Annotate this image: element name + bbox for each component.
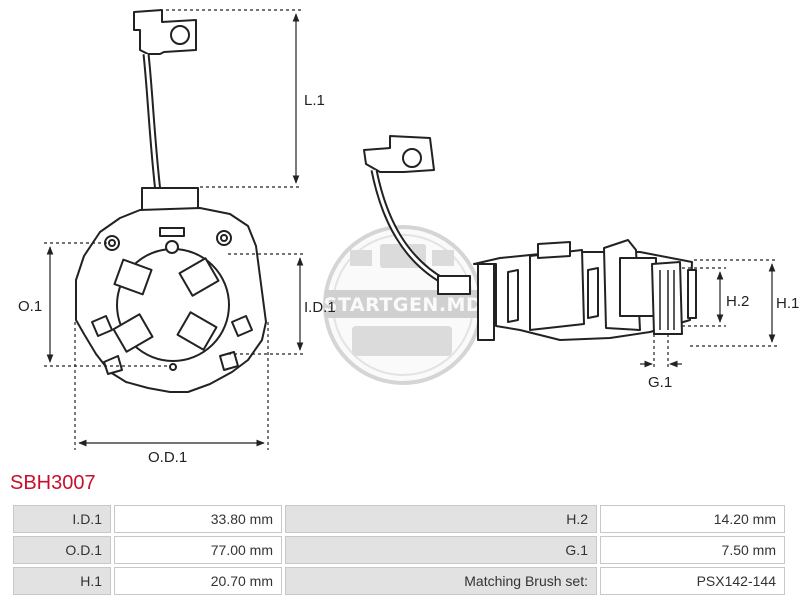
dim-label-id1: I.D.1 [304, 299, 336, 316]
technical-drawing: STARTGEN.MD [18, 9, 799, 466]
table-row: O.D.1 77.00 mm G.1 7.50 mm [13, 536, 785, 564]
spec-value: 77.00 mm [114, 536, 282, 564]
watermark-logo [323, 225, 483, 385]
dim-label-g1: G.1 [648, 374, 672, 391]
part-code: SBH3007 [10, 472, 96, 494]
brush-holder-front-view [75, 9, 267, 393]
table-row: I.D.1 33.80 mm H.2 14.20 mm [13, 505, 785, 533]
spec-label: H.2 [285, 505, 597, 533]
spec-table-body: I.D.1 33.80 mm H.2 14.20 mm O.D.1 77.00 … [13, 505, 785, 595]
watermark-text: STARTGEN.MD [324, 294, 482, 316]
dim-label-l1: L.1 [304, 92, 325, 109]
spec-value: 14.20 mm [600, 505, 785, 533]
spec-label: O.D.1 [13, 536, 111, 564]
dim-label-h1: H.1 [776, 295, 799, 312]
spec-label: G.1 [285, 536, 597, 564]
dim-label-o1: O.1 [18, 298, 42, 315]
spec-label: I.D.1 [13, 505, 111, 533]
dim-label-od1: O.D.1 [148, 449, 187, 466]
spec-table: I.D.1 33.80 mm H.2 14.20 mm O.D.1 77.00 … [10, 502, 788, 598]
spec-value: PSX142-144 [600, 567, 785, 595]
spec-label: Matching Brush set: [285, 567, 597, 595]
table-row: H.1 20.70 mm Matching Brush set: PSX142-… [13, 567, 785, 595]
dimension-lines [44, 9, 778, 450]
brush-holder-side-view [363, 135, 697, 341]
spec-label: H.1 [13, 567, 111, 595]
spec-value: 20.70 mm [114, 567, 282, 595]
spec-value: 7.50 mm [600, 536, 785, 564]
dim-label-h2: H.2 [726, 293, 749, 310]
spec-value: 33.80 mm [114, 505, 282, 533]
